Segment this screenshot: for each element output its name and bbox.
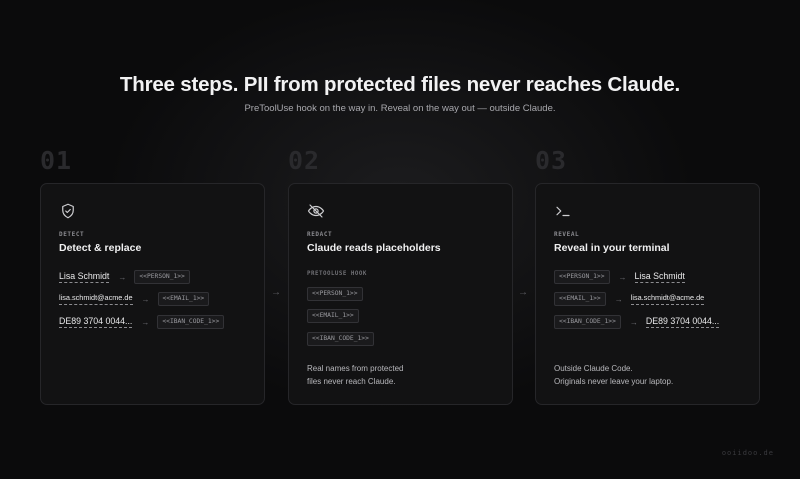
placeholder-row: <<PERSON_1>> [307,287,363,301]
arrow-right-icon: → [618,272,627,282]
placeholder-chip: <<EMAIL_1>> [554,292,606,306]
step-number-2: 02 [288,146,321,175]
eye-off-icon [307,202,325,220]
step-number-3: 03 [535,146,568,175]
step-tag: REVEAL [554,231,580,238]
arrow-right-icon: → [629,317,638,327]
mapping-row: <<IBAN_CODE_1>> → DE89 3704 0044... [554,315,720,329]
footer-brand: ooiidoo.de [721,449,774,457]
mapping-row: <<PERSON_1>> → Lisa Schmidt [554,270,685,284]
note-line: Outside Claude Code. [554,364,633,373]
placeholder-chip: <<PERSON_1>> [307,287,363,301]
placeholder-chip: <<PERSON_1>> [554,270,610,284]
step-tag: DETECT [59,231,85,238]
terminal-icon [554,202,572,220]
placeholder-row: <<EMAIL_1>> [307,309,359,323]
step-note: Real names from protected files never re… [307,362,404,388]
placeholder-chip: <<IBAN_CODE_1>> [307,332,374,346]
note-line: Originals never leave your laptop. [554,377,674,386]
arrow-right-icon: → [118,272,127,282]
placeholder-chip: <<EMAIL_1>> [157,292,210,306]
note-line: Real names from protected [307,364,404,373]
hook-label: PRETOOLUSE HOOK [307,271,367,277]
step-card-detect: DETECT Detect & replace Lisa Schmidt → <… [40,183,265,405]
mapping-row: <<EMAIL_1>> → lisa.schmidt@acme.de [554,292,705,306]
mapping-row: Lisa Schmidt → <<PERSON_1>> [59,270,190,284]
step-tag: REDACT [307,231,333,238]
step-title: Detect & replace [59,242,142,254]
real-value: Lisa Schmidt [59,271,110,283]
page-subtitle: PreToolUse hook on the way in. Reveal on… [244,103,556,114]
placeholder-chip: <<EMAIL_1>> [307,309,359,323]
shield-check-icon [59,202,77,220]
real-value: Lisa Schmidt [634,271,685,283]
real-value: DE89 3704 0044... [59,316,133,328]
step-card-redact: REDACT Claude reads placeholders PRETOOL… [288,183,513,405]
arrow-right-icon: → [518,287,528,298]
mapping-row: DE89 3704 0044... → <<IBAN_CODE_1>> [59,315,225,329]
mapping-row: lisa.schmidt@acme.de → <<EMAIL_1>> [59,292,210,306]
arrow-right-icon: → [614,294,623,304]
step-title: Claude reads placeholders [307,242,441,254]
arrow-right-icon: → [141,317,150,327]
arrow-right-icon: → [141,294,150,304]
real-value: lisa.schmidt@acme.de [59,293,133,305]
real-value: DE89 3704 0044... [645,316,720,328]
arrow-right-icon: → [271,287,281,298]
step-title: Reveal in your terminal [554,242,670,254]
placeholder-row: <<IBAN_CODE_1>> [307,332,374,346]
note-line: files never reach Claude. [307,377,396,386]
placeholder-chip: <<IBAN_CODE_1>> [157,315,225,329]
placeholder-chip: <<PERSON_1>> [134,270,190,284]
step-note: Outside Claude Code. Originals never lea… [554,362,673,388]
step-card-reveal: REVEAL Reveal in your terminal <<PERSON_… [535,183,760,405]
step-number-1: 01 [40,146,73,175]
page-title: Three steps. PII from protected files ne… [119,73,681,96]
real-value: lisa.schmidt@acme.de [630,293,705,305]
placeholder-chip: <<IBAN_CODE_1>> [554,315,621,329]
